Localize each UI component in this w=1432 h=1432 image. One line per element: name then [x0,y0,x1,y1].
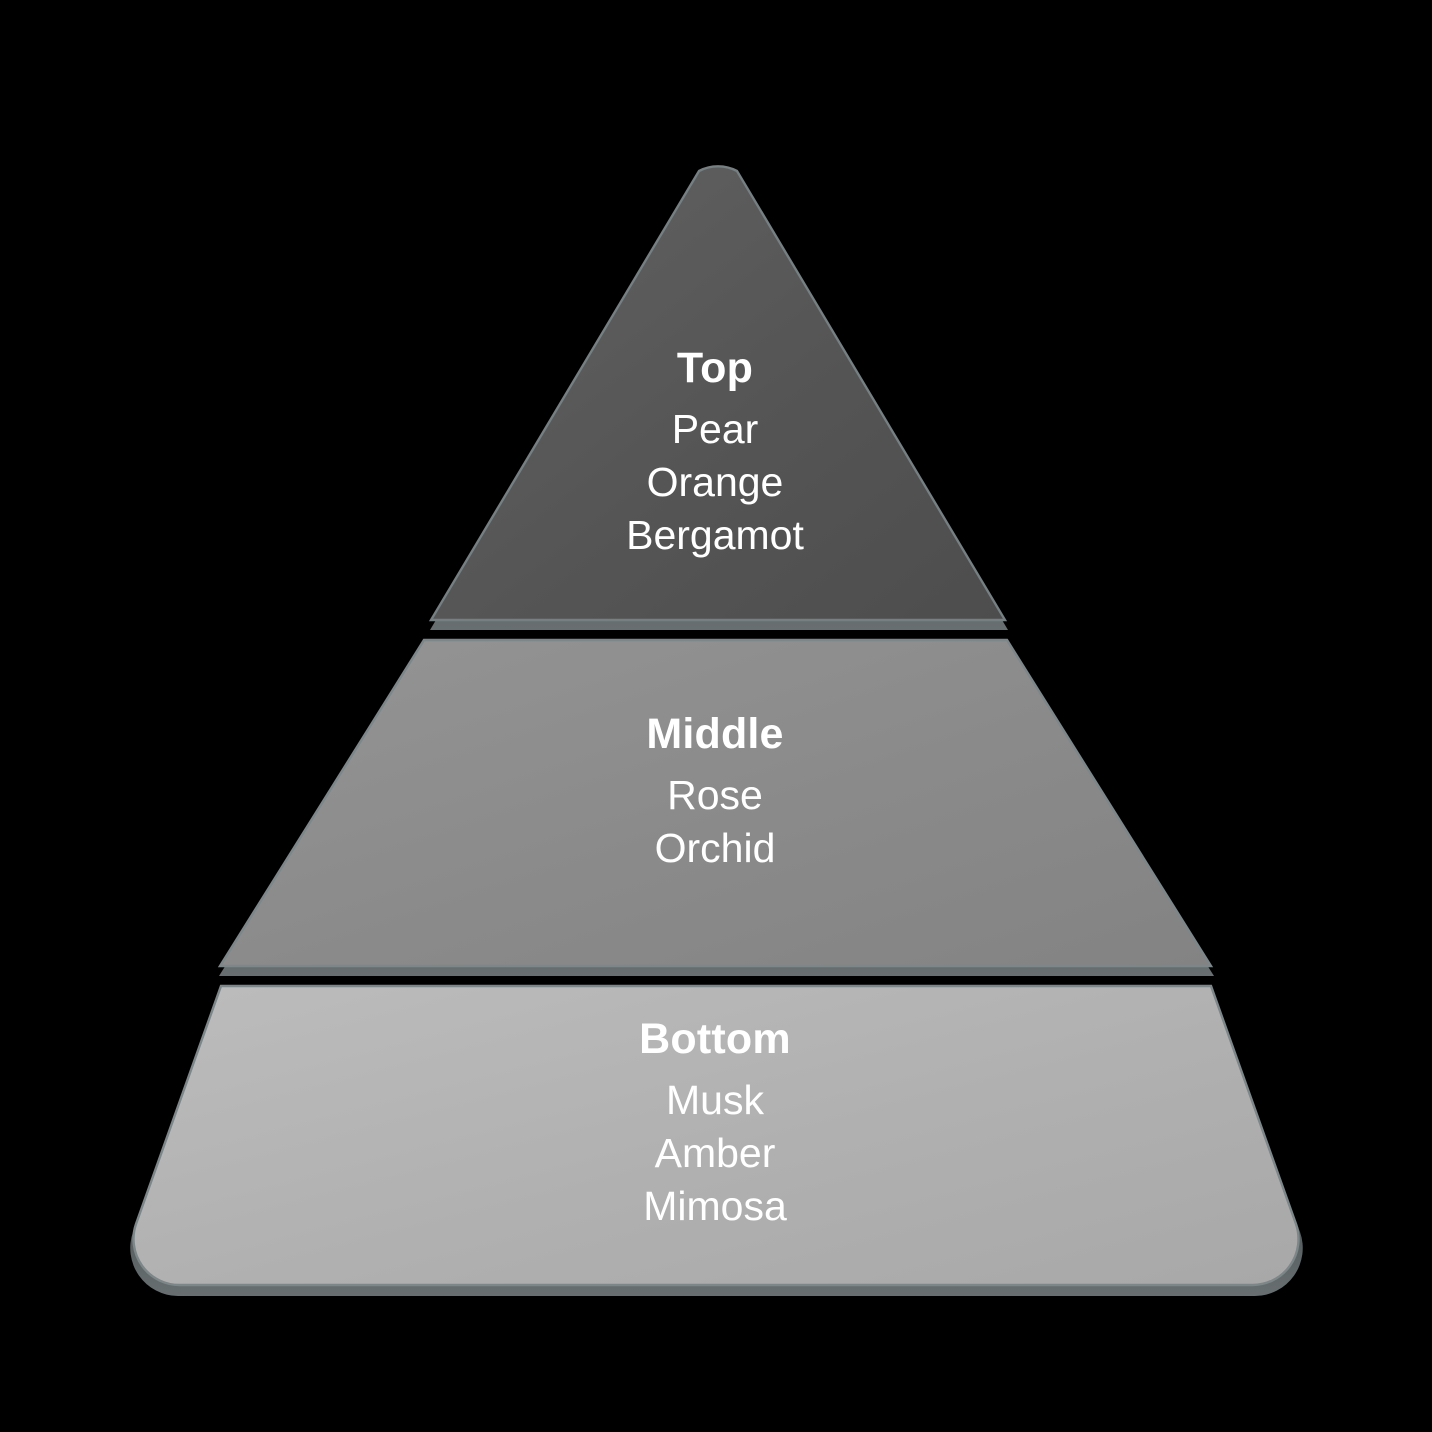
top-layer-face [428,165,1008,622]
bottom-layer-face [132,984,1300,1287]
pyramid-layer-bottom-shape[interactable] [130,984,1303,1296]
pyramid-layer-middle-shape[interactable] [217,638,1214,976]
pyramid-layer-top-shape[interactable] [428,165,1008,630]
middle-layer-face [217,638,1214,968]
